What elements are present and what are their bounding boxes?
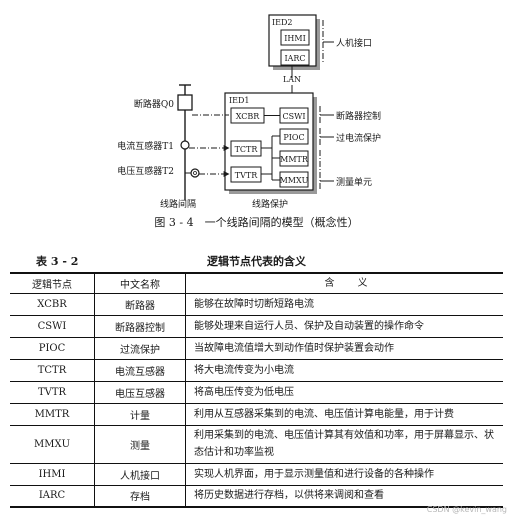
ln-mmxu-label: MMXU bbox=[280, 176, 309, 185]
cell-node: MMTR bbox=[10, 403, 95, 425]
cell-desc: 实现人机界面，用于显示测量值和进行设备的各种操作 bbox=[194, 468, 434, 480]
table-title: 逻辑节点代表的含义 bbox=[207, 255, 306, 268]
ct-t1-symbol bbox=[180, 140, 190, 150]
ln-tctr-label: TCTR bbox=[235, 145, 259, 154]
label-measurement-unit: 测量单元 bbox=[336, 176, 372, 188]
cell-name: 计量 bbox=[94, 403, 186, 425]
cell-node: XCBR bbox=[10, 293, 95, 315]
ln-ihmi-box bbox=[280, 29, 310, 46]
cell-name: 电流互感器 bbox=[94, 359, 186, 381]
cell-desc: 能够处理来自运行人员、保护及自动装置的操作命令 bbox=[194, 320, 424, 332]
cell-desc: 能够在故障时切断短路电流 bbox=[194, 298, 314, 310]
cell-node: IARC bbox=[10, 485, 95, 507]
lan-label: LAN bbox=[283, 75, 301, 84]
cell-desc: 将大电流传变为小电流 bbox=[194, 364, 294, 376]
table-row: IHMI 人机接口 实现人机界面，用于显示测量值和进行设备的各种操作 bbox=[10, 463, 503, 485]
ied2-label: IED2 bbox=[272, 18, 293, 27]
label-overcurrent-protection: 过电流保护 bbox=[336, 132, 381, 144]
cell-desc: 将历史数据进行存档，以供将来调阅和查看 bbox=[194, 490, 384, 502]
ln-ihmi-label: IHMI bbox=[284, 34, 306, 43]
cell-desc: 当故障电流值增大到动作值时保护装置会动作 bbox=[194, 342, 394, 354]
ied1-label: IED1 bbox=[229, 96, 250, 105]
cell-name: 人机接口 bbox=[94, 463, 186, 485]
ln-pioc-label: PIOC bbox=[283, 133, 304, 142]
cell-desc: 利用从互感器采集到的电流、电压值计算电能量，用于计费 bbox=[194, 408, 454, 420]
table-number: 表 3 - 2 bbox=[36, 255, 79, 268]
label-line-bay: 线路间隔 bbox=[160, 198, 196, 210]
ln-xcbr-label: XCBR bbox=[236, 112, 261, 121]
cell-name: 电压互感器 bbox=[94, 381, 186, 403]
breaker-q0-symbol bbox=[177, 94, 193, 111]
ln-tvtr-label: TVTR bbox=[235, 171, 258, 180]
table-row: IARC 存档 将历史数据进行存档，以供将来调阅和查看 bbox=[10, 485, 503, 507]
logical-node-table: 逻辑节点 中文名称 含 义 XCBR 断路器 能够在故障时切断短路电流 CSWI… bbox=[10, 272, 503, 508]
cell-node: IHMI bbox=[10, 463, 95, 485]
table-row: CSWI 断路器控制 能够处理来自运行人员、保护及自动装置的操作命令 bbox=[10, 315, 503, 337]
header-meaning: 含 义 bbox=[324, 277, 369, 289]
table-row: TCTR 电流互感器 将大电流传变为小电流 bbox=[10, 359, 503, 381]
cell-desc: 利用采集到的电流、电压值计算其有效值和功率，用于屏幕显示、状态估计和功率监视 bbox=[194, 430, 494, 458]
ln-iarc-label: IARC bbox=[284, 54, 305, 63]
header-chinese-name: 中文名称 bbox=[94, 273, 186, 293]
cell-node: MMXU bbox=[10, 425, 95, 463]
cell-name: 断路器控制 bbox=[94, 315, 186, 337]
label-breaker-q0: 断路器Q0 bbox=[134, 98, 174, 110]
header-logical-node: 逻辑节点 bbox=[10, 273, 95, 293]
ln-iarc-box bbox=[280, 49, 310, 66]
table-title-row: 表 3 - 2 逻辑节点代表的含义 bbox=[10, 253, 503, 269]
table-row: PIOC 过流保护 当故障电流值增大到动作值时保护装置会动作 bbox=[10, 337, 503, 359]
table-row: MMTR 计量 利用从互感器采集到的电流、电压值计算电能量，用于计费 bbox=[10, 403, 503, 425]
cell-name: 过流保护 bbox=[94, 337, 186, 359]
cell-node: CSWI bbox=[10, 315, 95, 337]
ln-mmtr-label: MMTR bbox=[280, 155, 309, 164]
cell-node: PIOC bbox=[10, 337, 95, 359]
cell-node: TCTR bbox=[10, 359, 95, 381]
label-breaker-control: 断路器控制 bbox=[336, 110, 381, 122]
cell-name: 断路器 bbox=[94, 293, 186, 315]
table-header-row: 逻辑节点 中文名称 含 义 bbox=[10, 273, 503, 293]
cell-desc: 将高电压传变为低电压 bbox=[194, 386, 294, 398]
cell-name: 测量 bbox=[94, 425, 186, 463]
cell-name: 存档 bbox=[94, 485, 186, 507]
label-vt-t2: 电压互感器T2 bbox=[117, 165, 174, 177]
table-row: TVTR 电压互感器 将高电压传变为低电压 bbox=[10, 381, 503, 403]
table-row: MMXU 测量 利用采集到的电流、电压值计算其有效值和功率，用于屏幕显示、状态估… bbox=[10, 425, 503, 463]
label-hmi: 人机接口 bbox=[336, 37, 372, 49]
ln-cswi-label: CSWI bbox=[283, 112, 306, 121]
line-bay-model-figure: IED2 IHMI IARC LAN IED1 XCBR CSWI PIOC T… bbox=[117, 14, 381, 210]
figure-caption: 图 3 - 4 一个线路间隔的模型（概念性） bbox=[154, 216, 359, 229]
table-row: XCBR 断路器 能够在故障时切断短路电流 bbox=[10, 293, 503, 315]
watermark: CSDN @kevin_wang bbox=[426, 505, 507, 514]
cell-node: TVTR bbox=[10, 381, 95, 403]
label-line-protection: 线路保护 bbox=[252, 198, 288, 210]
label-ct-t1: 电流互感器T1 bbox=[117, 140, 174, 152]
